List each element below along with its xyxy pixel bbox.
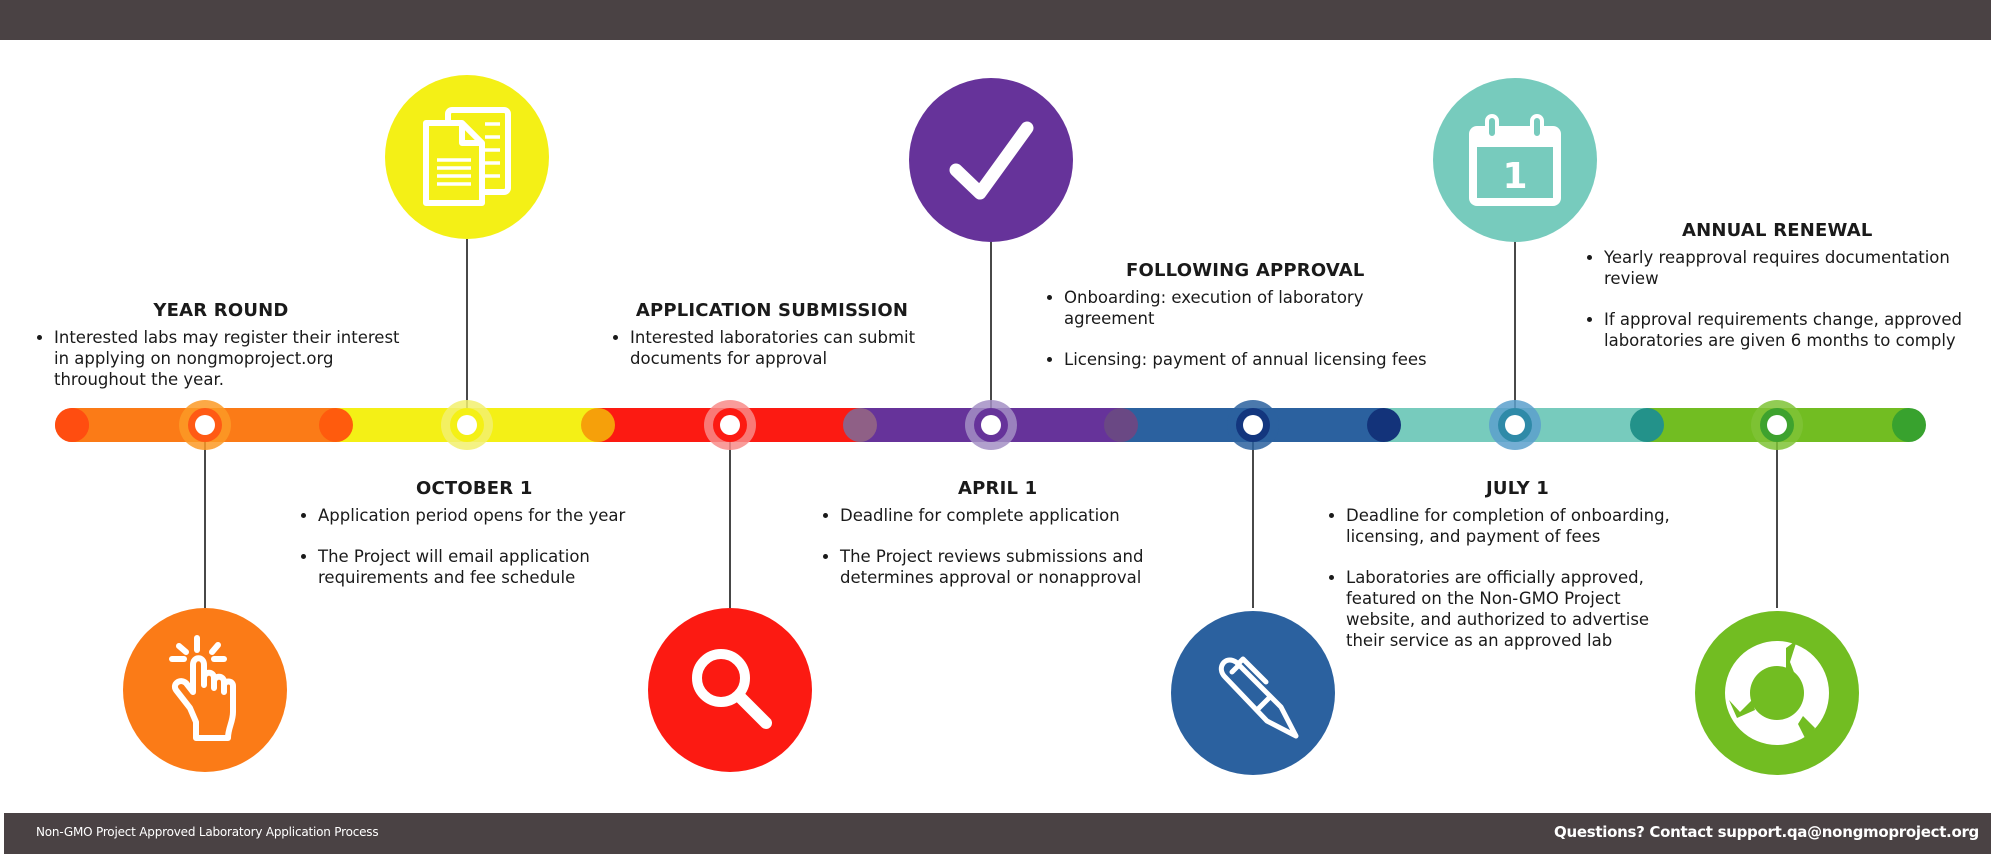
footer-bar: Non-GMO Project Approved Laboratory Appl… [4, 813, 1991, 854]
step-title: OCTOBER 1 [416, 478, 533, 499]
timeline-joint [319, 408, 353, 442]
renewal-cycle-icon [1725, 640, 1829, 745]
step-october-1: OCTOBER 1 Application period opens for t… [300, 478, 650, 588]
july-1-icon-circle: 1 [1433, 78, 1597, 242]
step-july-1: JULY 1 Deadline for completion of onboar… [1328, 478, 1698, 651]
application-submission-circle-bg [648, 608, 812, 772]
node-dot-annual-renewal [1767, 415, 1787, 435]
step-title: APPLICATION SUBMISSION [635, 300, 909, 321]
node-dot-october-1 [457, 415, 477, 435]
step-april-1: APRIL 1 Deadline for complete applicatio… [822, 478, 1182, 588]
step-application-submission: APPLICATION SUBMISSION Interested labora… [612, 300, 932, 369]
timeline-joint [581, 408, 615, 442]
step-bullet: Yearly reapproval requires documentation… [1604, 247, 1991, 289]
step-bullets: Application period opens for the year Th… [300, 505, 650, 588]
step-bullets: Onboarding: execution of laboratory agre… [1046, 287, 1446, 370]
step-title: APRIL 1 [958, 478, 1038, 499]
documents-icon [423, 107, 511, 206]
step-bullets: Interested labs may register their inter… [36, 327, 406, 390]
timeline-joint [843, 408, 877, 442]
magnifier-icon [692, 649, 772, 729]
connector-lines [204, 239, 1778, 608]
hand-click-icon [169, 635, 236, 741]
year-round-circle-bg [123, 608, 287, 772]
step-bullet: Deadline for complete application [840, 505, 1182, 526]
step-bullet: The Project will email application requi… [318, 546, 650, 588]
following-approval-circle-bg [1171, 611, 1335, 775]
step-title: YEAR ROUND [153, 300, 289, 321]
step-bullet: Interested labs may register their inter… [54, 327, 406, 390]
pen-icon [1218, 656, 1299, 739]
step-bullet: Onboarding: execution of laboratory agre… [1064, 287, 1446, 329]
step-bullets: Deadline for completion of onboarding, l… [1328, 505, 1698, 651]
checkmark-icon [949, 121, 1034, 200]
step-bullet: If approval requirements change, approve… [1604, 309, 1991, 351]
footer-contact: Questions? Contact support.qa@nongmoproj… [1554, 823, 1979, 841]
october-1-icon-circle [385, 75, 549, 239]
calendar-day-number: 1 [1502, 156, 1527, 197]
timeline-joint [55, 408, 89, 442]
step-bullet: Application period opens for the year [318, 505, 650, 526]
april-1-icon-circle [909, 78, 1073, 242]
node-dot-following-approval [1243, 415, 1263, 435]
annual-renewal-icon-circle [1695, 611, 1859, 775]
timeline-nodes [179, 400, 1803, 450]
step-bullets: Interested laboratories can submit docum… [612, 327, 932, 369]
node-dot-july-1 [1505, 415, 1525, 435]
timeline-end-cap [1892, 408, 1926, 442]
step-bullet: The Project reviews submissions and dete… [840, 546, 1182, 588]
step-bullets: Yearly reapproval requires documentation… [1586, 247, 1991, 351]
timeline-joint [1367, 408, 1401, 442]
step-bullet: Deadline for completion of onboarding, l… [1346, 505, 1698, 547]
node-dot-year-round [195, 415, 215, 435]
timeline-joint [1630, 408, 1664, 442]
footer-title: Non-GMO Project Approved Laboratory Appl… [36, 825, 379, 839]
year-round-icon-circle [123, 608, 287, 772]
step-following-approval: FOLLOWING APPROVAL Onboarding: execution… [1046, 260, 1446, 370]
step-bullet: Interested laboratories can submit docum… [630, 327, 932, 369]
step-annual-renewal: ANNUAL RENEWAL Yearly reapproval require… [1586, 220, 1991, 351]
step-bullet: Licensing: payment of annual licensing f… [1064, 349, 1446, 370]
step-title: FOLLOWING APPROVAL [1126, 260, 1365, 281]
step-bullet: Laboratories are officially approved, fe… [1346, 567, 1698, 651]
node-dot-application-submission [720, 415, 740, 435]
step-title: JULY 1 [1486, 478, 1550, 499]
application-submission-icon-circle [648, 608, 812, 772]
timeline-joint [1104, 408, 1138, 442]
step-title: ANNUAL RENEWAL [1682, 220, 1873, 241]
node-dot-april-1 [981, 415, 1001, 435]
calendar-icon: 1 [1469, 114, 1561, 206]
april-1-circle-bg [909, 78, 1073, 242]
step-year-round: YEAR ROUND Interested labs may register … [36, 300, 406, 390]
top-banner [0, 0, 1991, 40]
step-bullets: Deadline for complete application The Pr… [822, 505, 1182, 588]
following-approval-icon-circle [1171, 611, 1335, 775]
